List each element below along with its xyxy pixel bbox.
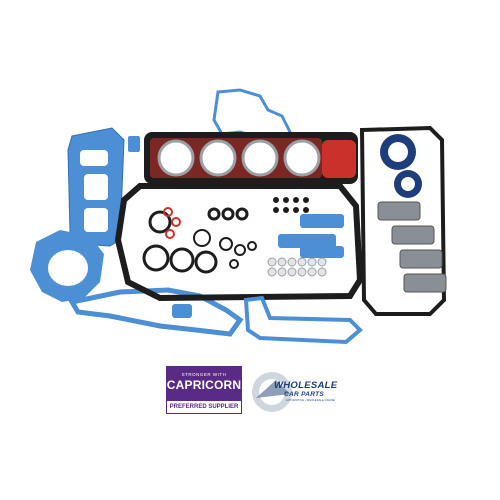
wholesale-line1: WHOLESALE [274,380,338,391]
front-cover-gasket [68,287,244,337]
wholesale-line2: CAR PARTS [284,391,325,398]
crank-seals [380,134,422,198]
small-gasket [128,136,140,152]
sump-strip-gasket [243,295,363,345]
o-ring-set [142,207,257,274]
capricorn-preferred-supplier: PREFERRED SUPPLIER [169,404,239,410]
valve-cover-gasket [359,125,447,316]
wholesale-emblem [252,372,292,412]
capricorn-badge: STRONGER WITH CAPRICORN PREFERRED SUPPLI… [166,366,242,414]
exhaust-manifold-gaskets [377,201,447,293]
wholesale-tagline: AUTOMOTIVE • WHOLESALE ONLINE [286,399,335,402]
manifold-gaskets-blue [278,214,344,258]
capricorn-top-text: STRONGER WITH [181,372,227,377]
capricorn-brand: CAPRICORN [166,378,242,392]
head-gasket [144,132,358,184]
washer-set [267,257,327,277]
wholesale-car-parts-logo: WHOLESALE CAR PARTS AUTOMOTIVE • WHOLESA… [250,366,340,416]
valve-stem-seals [273,197,309,213]
